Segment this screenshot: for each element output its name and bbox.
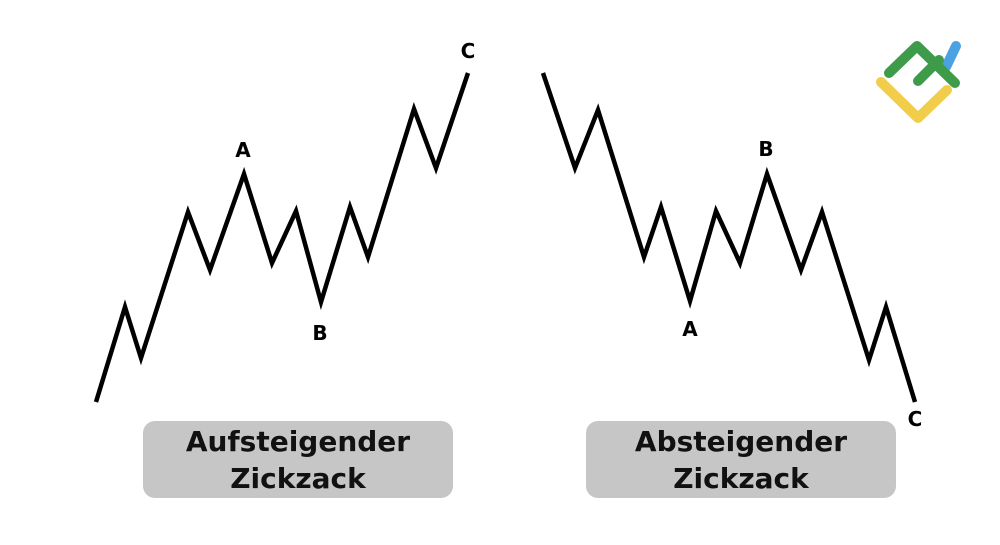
ascending-zigzag-caption: Aufsteigender Zickzack — [143, 421, 453, 498]
right-label-c: C — [908, 407, 923, 431]
left-label-b: B — [312, 321, 327, 345]
left-label-c: C — [461, 39, 476, 63]
left-label-a: A — [235, 138, 251, 162]
descending-zigzag-caption: Absteigender Zickzack — [586, 421, 896, 498]
ascending-zigzag-line — [93, 72, 471, 403]
brand-logo-icon — [876, 41, 961, 123]
right-label-a: A — [682, 317, 698, 341]
caption-line: Aufsteigender — [185, 424, 411, 458]
right-label-b: B — [758, 137, 773, 161]
descending-zigzag-line — [540, 72, 918, 403]
caption-line: Absteigender — [634, 424, 848, 458]
caption-line: Zickzack — [673, 461, 809, 495]
caption-line: Zickzack — [230, 461, 366, 495]
